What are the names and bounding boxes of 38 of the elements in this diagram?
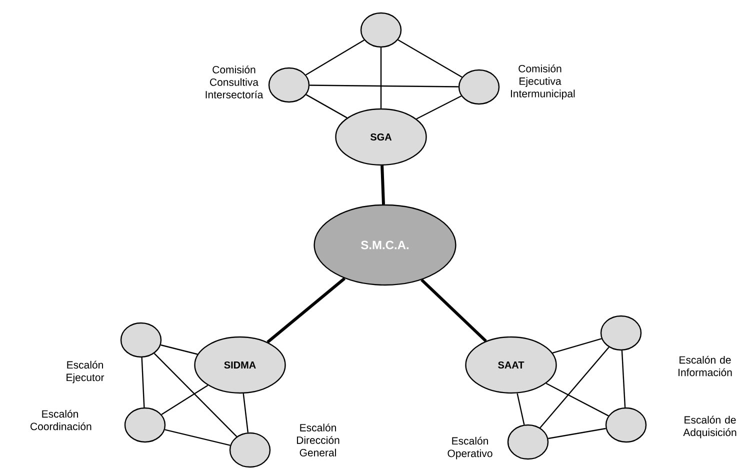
connector-line bbox=[306, 40, 364, 76]
node-circle bbox=[229, 432, 271, 468]
connector-line bbox=[398, 39, 462, 78]
node-label: Escalón de Adquisición bbox=[683, 416, 736, 438]
connector-line bbox=[621, 350, 626, 408]
connector-line bbox=[548, 428, 606, 440]
connector-line bbox=[552, 338, 602, 354]
node-label: Escalón Dirección General bbox=[296, 424, 340, 456]
node-circle bbox=[268, 67, 310, 103]
node-label: Escalón Operativo bbox=[448, 436, 492, 460]
connector-line bbox=[141, 358, 145, 408]
connector-line bbox=[380, 48, 382, 108]
connector-line bbox=[161, 384, 208, 416]
node-circle bbox=[120, 322, 162, 358]
node-circle bbox=[605, 407, 647, 443]
node-label: Escalón de Información bbox=[678, 356, 732, 376]
connector-line bbox=[154, 353, 238, 437]
node-circle bbox=[600, 315, 642, 351]
node-circle bbox=[507, 424, 549, 460]
connector-line bbox=[242, 393, 249, 433]
connector-line bbox=[516, 393, 525, 425]
connector-line bbox=[416, 95, 462, 120]
connector-line bbox=[164, 429, 230, 446]
connector-line bbox=[546, 382, 609, 416]
connector-line bbox=[306, 94, 348, 118]
connector-line bbox=[380, 166, 385, 204]
connector-line bbox=[420, 278, 487, 342]
node-label: Escalón Coordinación bbox=[30, 410, 92, 430]
node-label: Escalón Ejecutor bbox=[66, 360, 104, 384]
node-circle bbox=[124, 407, 166, 443]
connector-line bbox=[310, 84, 458, 88]
node-label: Comisión Consultiva Intersectoría bbox=[206, 66, 264, 98]
connector-line bbox=[540, 346, 610, 428]
connector-line bbox=[266, 277, 346, 344]
node-circle bbox=[360, 12, 402, 48]
connector-line bbox=[160, 344, 198, 355]
node-label: Comisión Ejecutiva Intermunicipal bbox=[510, 64, 575, 100]
node-circle bbox=[458, 69, 500, 105]
